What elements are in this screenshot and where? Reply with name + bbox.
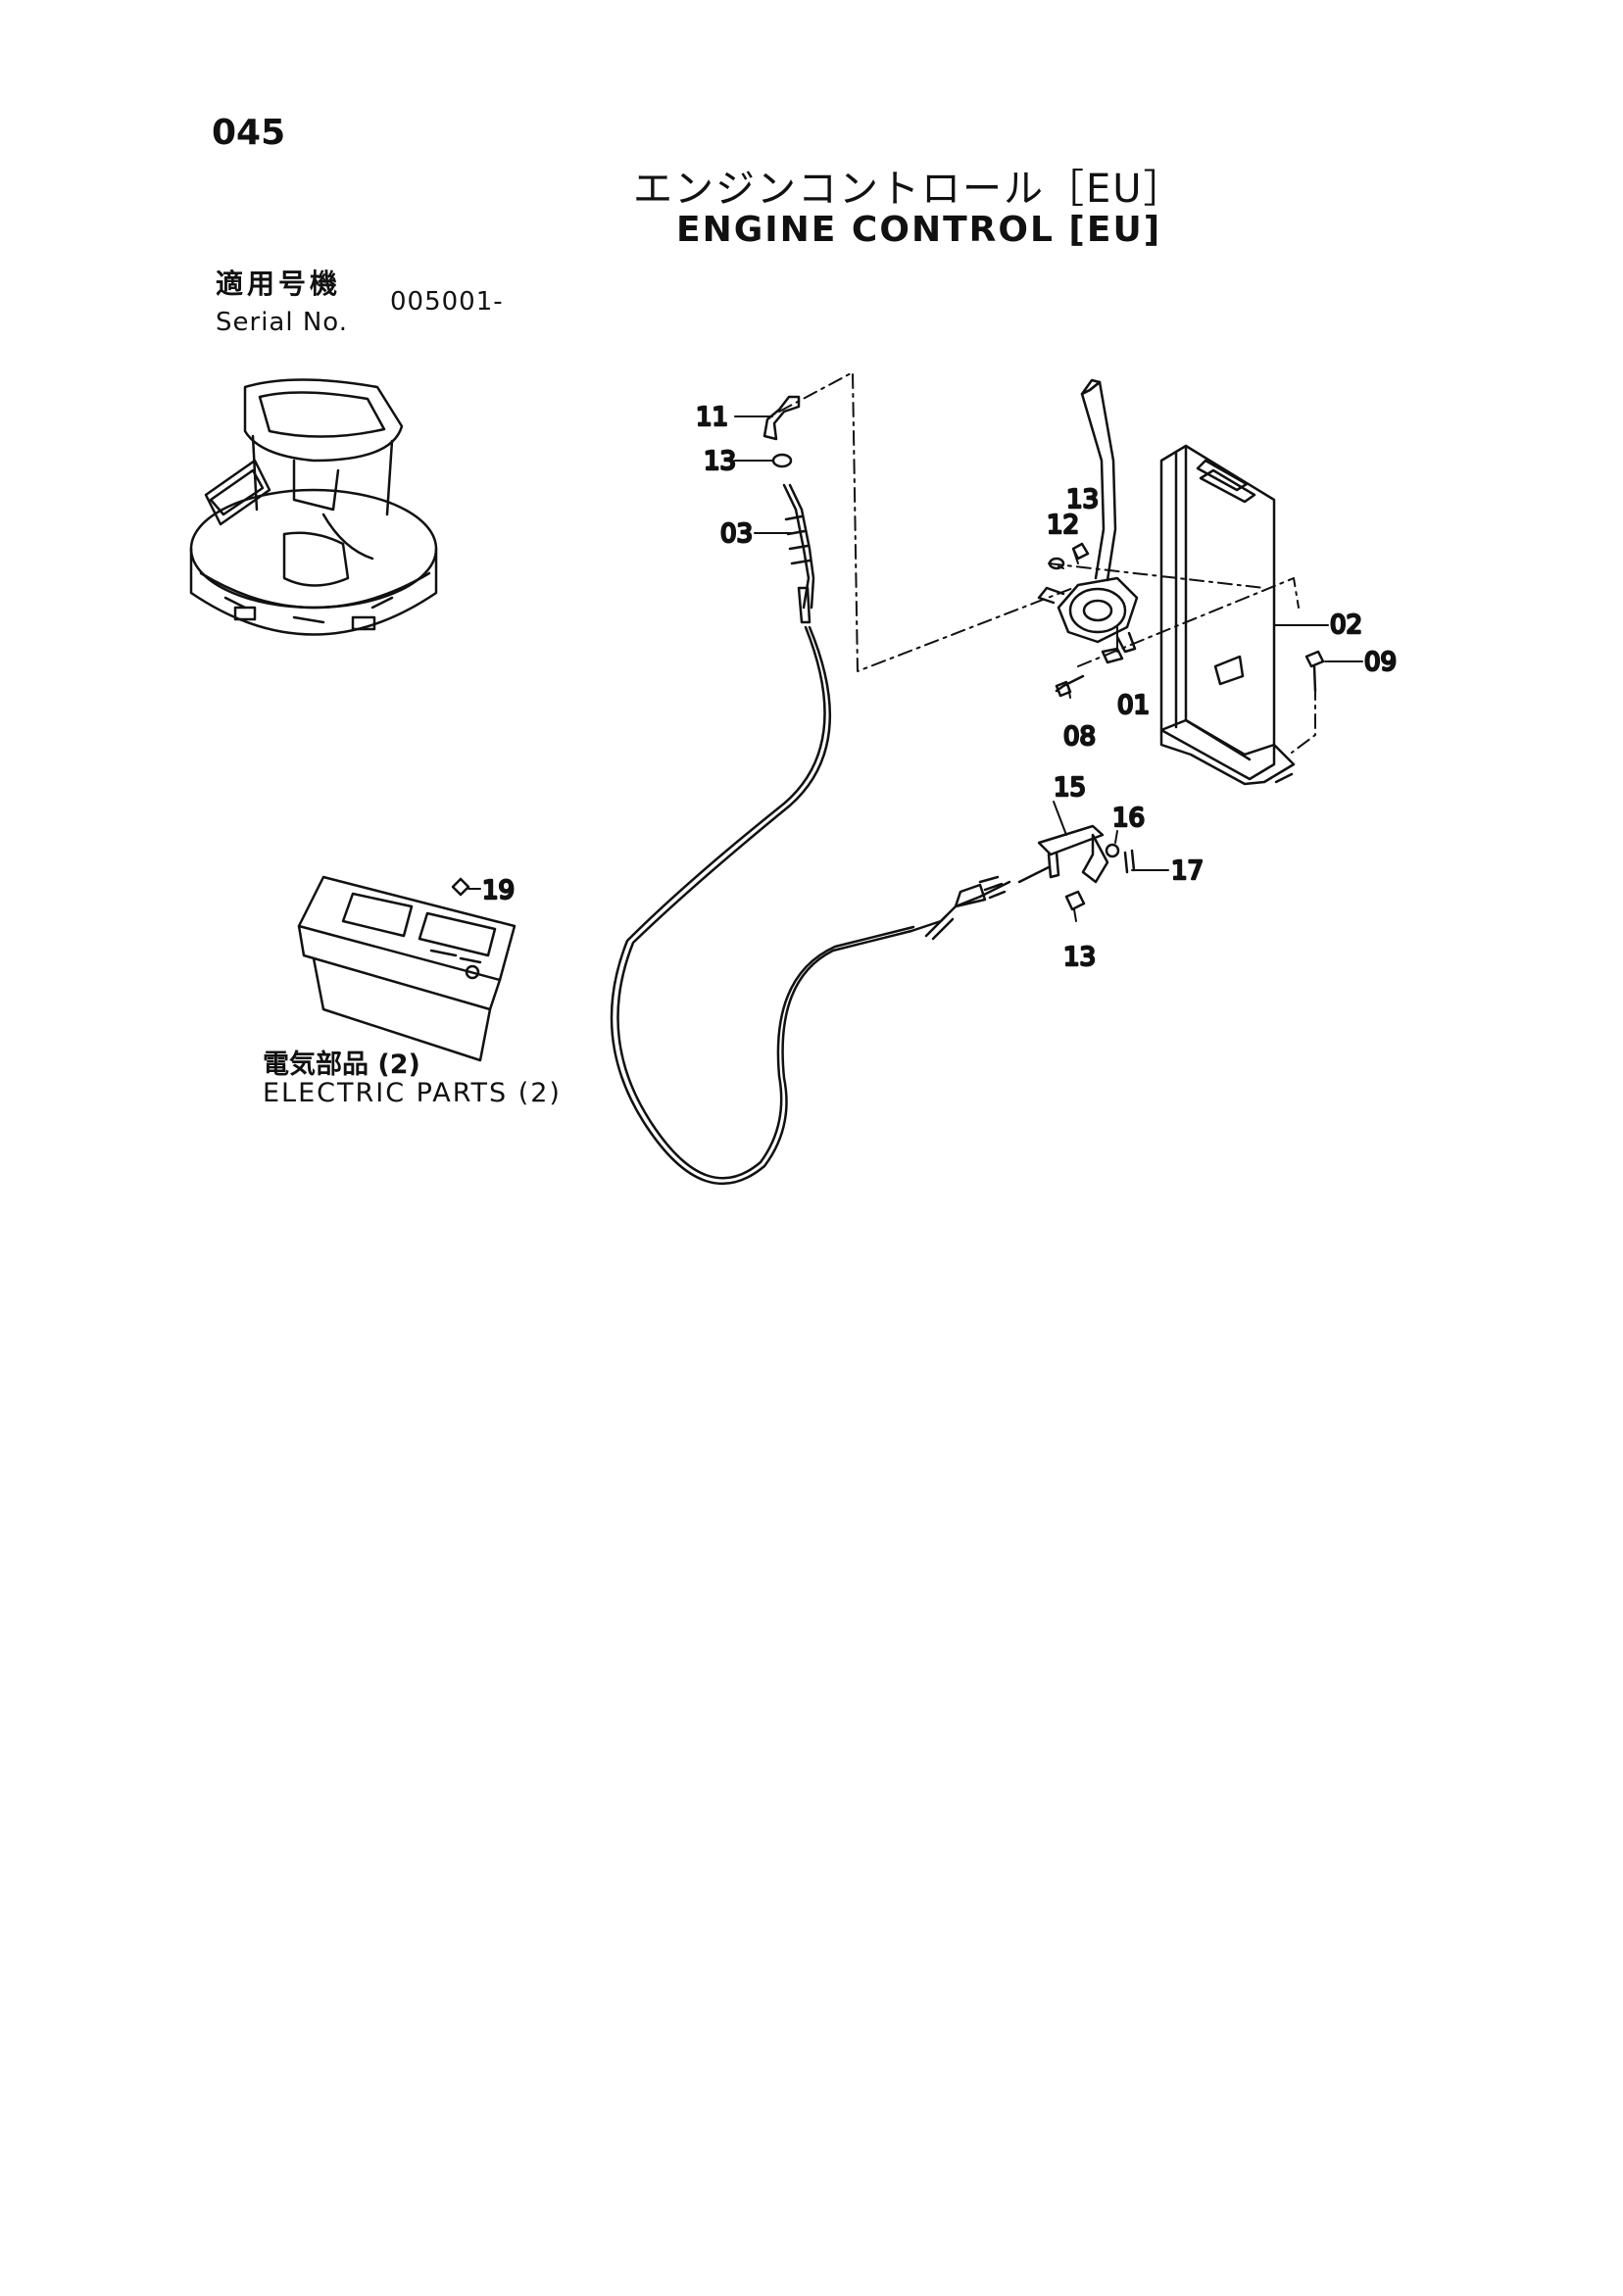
title-english: ENGINE CONTROL [EU] (676, 210, 1162, 250)
callout-15: 15 (1054, 773, 1086, 803)
callout-12: 12 (1047, 511, 1079, 540)
title-japanese: エンジンコントロール［EU］ (633, 167, 1185, 212)
callout-03: 03 (720, 519, 753, 549)
throttle-lever-assembly (1037, 378, 1139, 698)
reference-lines (778, 371, 1316, 754)
machine-overview-illustration (189, 378, 438, 636)
callout-labels: 11 13 03 13 12 02 09 01 08 15 16 17 13 1… (481, 402, 1399, 974)
callout-19: 19 (482, 876, 515, 905)
serial-label-english: Serial No. (216, 308, 348, 337)
callout-13-lever: 13 (1066, 485, 1099, 514)
callout-17: 17 (1171, 856, 1204, 886)
throttle-cable (610, 395, 915, 1186)
leader-lines (467, 415, 1363, 922)
bracket-stand (1159, 444, 1325, 786)
electric-parts-label-japanese: 電気部品 (2) (263, 1050, 420, 1080)
callout-16: 16 (1112, 804, 1145, 833)
page-number: 045 (212, 113, 286, 153)
serial-value: 005001- (390, 287, 504, 317)
callout-13-top: 13 (704, 447, 736, 476)
callout-08: 08 (1063, 722, 1096, 752)
electric-parts-label-english: ELECTRIC PARTS (2) (263, 1078, 562, 1108)
monitor-panel-illustration (297, 875, 516, 1062)
serial-label-japanese: 適用号機 (216, 268, 342, 300)
callout-13-bottom: 13 (1063, 943, 1096, 972)
cable-end-linkage (910, 824, 1136, 941)
callout-11: 11 (696, 403, 728, 432)
callout-02: 02 (1330, 611, 1362, 640)
callout-09: 09 (1364, 648, 1397, 677)
callout-01: 01 (1117, 691, 1150, 720)
